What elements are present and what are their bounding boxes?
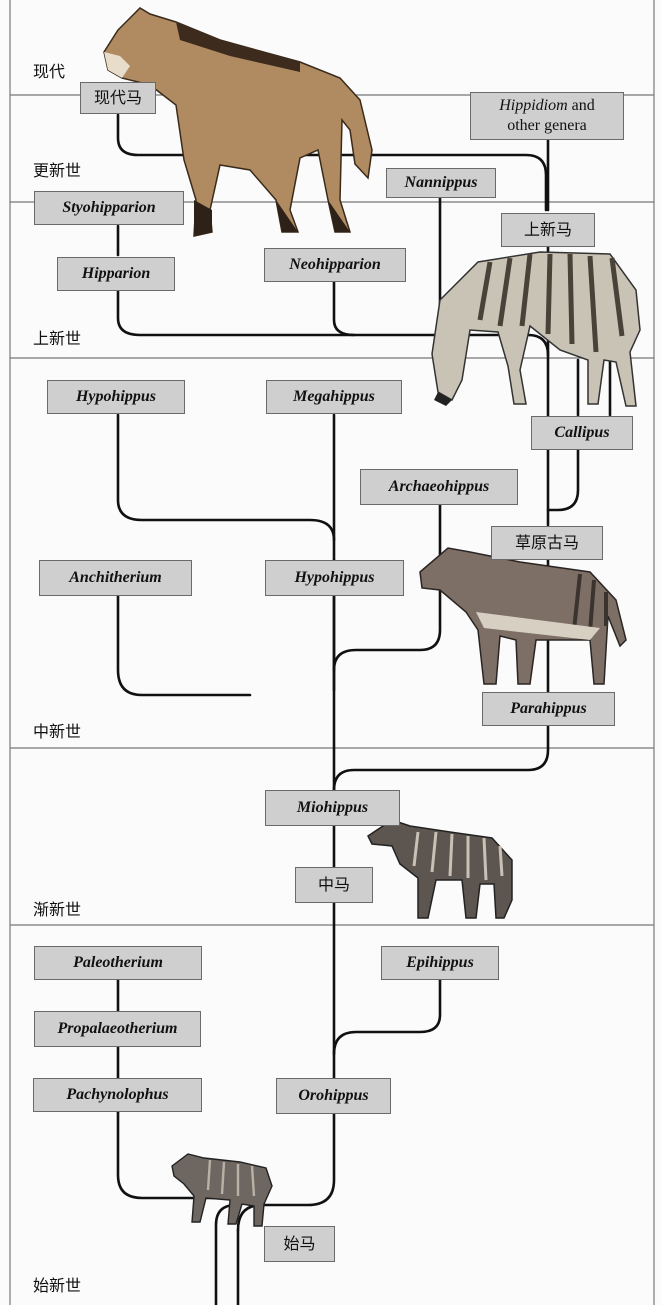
node-hipparion: Hipparion	[57, 257, 175, 291]
przewalski-horse-icon	[103, 7, 373, 237]
node-megahippus: Megahippus	[266, 380, 402, 414]
node-nannippus: Nannippus	[386, 168, 496, 198]
node-anchitherium: Anchitherium	[39, 560, 192, 596]
striped-horse-icon	[431, 251, 641, 407]
node-callipus: Callipus	[531, 416, 633, 450]
node-hippidiom-name: Hippidiom	[499, 97, 568, 114]
node-pliohippus: 上新马	[501, 213, 595, 247]
node-hippidiom-line1: Hippidiom and	[499, 96, 595, 116]
node-merychippus: 草原古马	[491, 526, 603, 560]
epoch-label-eocene: 始新世	[33, 1276, 82, 1295]
node-miohippus: Miohippus	[265, 790, 400, 826]
epoch-label-oligocene: 渐新世	[33, 900, 82, 919]
node-archaeohippus: Archaeohippus	[360, 469, 518, 505]
node-styohipparion: Styohipparion	[34, 191, 184, 225]
node-eohippus: 始马	[264, 1226, 335, 1262]
node-hippidiom-and: and	[567, 97, 595, 114]
epoch-label-pleistocene: 更新世	[33, 161, 82, 180]
epoch-label-miocene: 中新世	[33, 722, 82, 741]
node-hippidiom: Hippidiom and other genera	[470, 92, 624, 140]
merychippus-horse-icon	[419, 547, 627, 685]
node-epihippus: Epihippus	[381, 946, 499, 980]
node-parahippus: Parahippus	[482, 692, 615, 726]
node-modern-horse: 现代马	[80, 82, 156, 114]
node-propalaeotherium: Propalaeotherium	[34, 1011, 201, 1047]
node-hypohippus-lower: Hypohippus	[265, 560, 404, 596]
branches	[116, 113, 612, 1305]
node-mesohippus: 中马	[295, 867, 373, 903]
node-hippidiom-line2: other genera	[507, 117, 587, 134]
node-pachynolophus: Pachynolophus	[33, 1078, 202, 1112]
eohippus-icon	[171, 1153, 273, 1227]
node-hypohippus-upper: Hypohippus	[47, 380, 185, 414]
mesohippus-icon	[367, 819, 513, 919]
epoch-label-pliocene: 上新世	[33, 329, 82, 348]
epoch-label-recent: 现代	[33, 62, 66, 81]
node-paleotherium: Paleotherium	[34, 946, 202, 980]
node-neohipparion: Neohipparion	[264, 248, 406, 282]
node-orohippus: Orohippus	[276, 1078, 391, 1114]
